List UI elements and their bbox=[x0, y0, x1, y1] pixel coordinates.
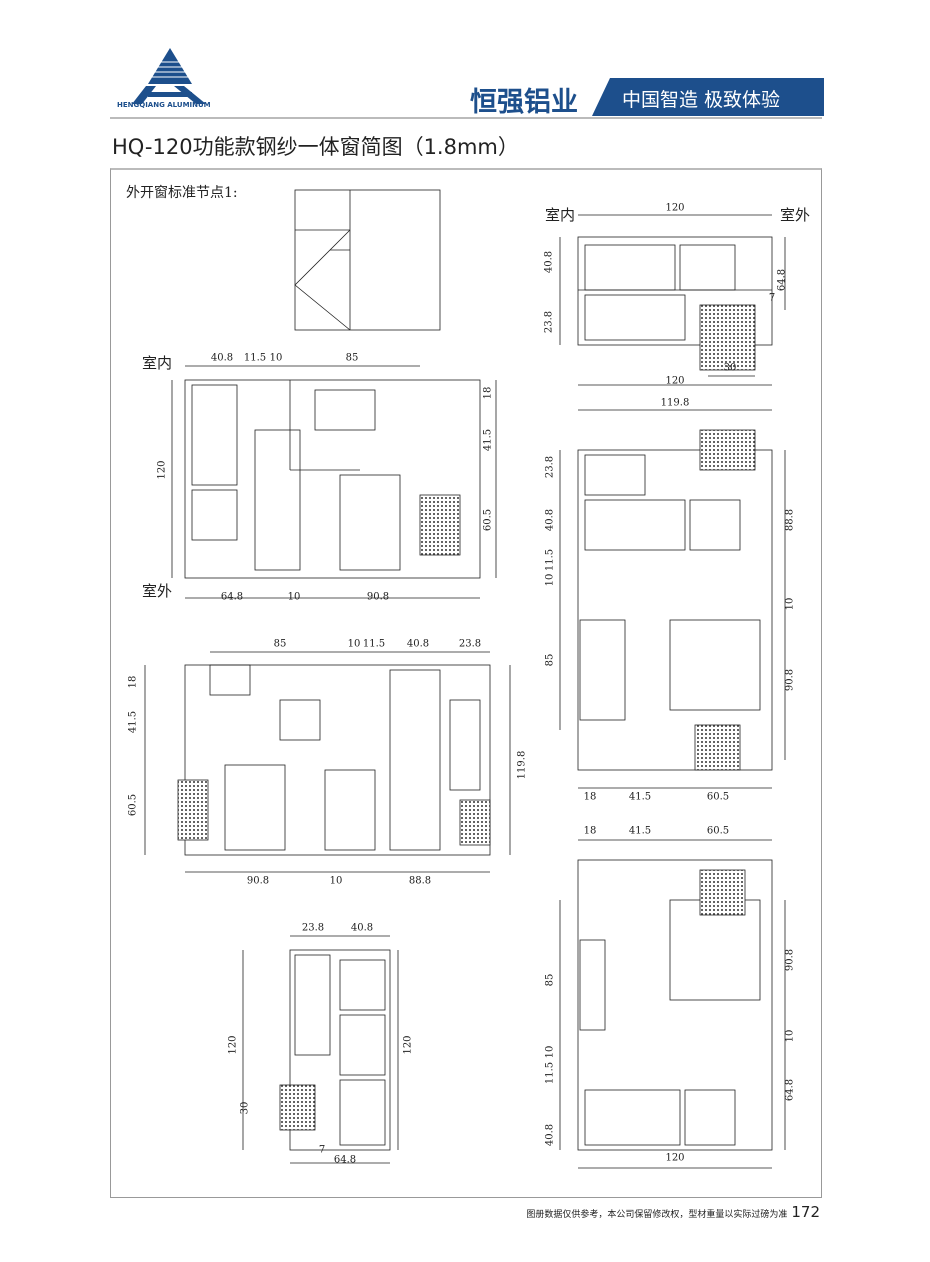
dimension-label: 85 bbox=[544, 653, 556, 667]
dimension-label: 64.8 bbox=[784, 1078, 796, 1102]
slogan: 中国智造 极致体验 bbox=[622, 89, 781, 111]
dimension-label: 120 bbox=[665, 1152, 685, 1164]
dimension-label: 90.8 bbox=[366, 591, 390, 603]
company-logo bbox=[132, 48, 206, 104]
dimension-label: 60.5 bbox=[127, 793, 139, 817]
dimension-label: 10 bbox=[329, 875, 343, 887]
slogan-banner: 中国智造 极致体验 bbox=[592, 78, 824, 116]
dimension-label: 11.5 bbox=[243, 352, 267, 364]
dimension-label: 90.8 bbox=[246, 875, 270, 887]
dimension-label: 60.5 bbox=[706, 791, 730, 803]
dimension-label: 40.8 bbox=[350, 922, 374, 934]
dimension-label: 120 bbox=[227, 1035, 239, 1055]
dimension-label: 10 bbox=[544, 1045, 556, 1059]
indoor-label: 室内 bbox=[545, 206, 576, 224]
dimension-label: 7 bbox=[318, 1144, 326, 1156]
dimension-label: 18 bbox=[127, 675, 139, 689]
dimension-label: 60.5 bbox=[482, 508, 494, 532]
dimension-label: 10 bbox=[784, 597, 796, 611]
dimension-label: 90.8 bbox=[784, 668, 796, 692]
dimension-label: 18 bbox=[583, 825, 597, 837]
page-title: HQ-120功能款钢纱一体窗简图（1.8mm） bbox=[112, 135, 519, 159]
node-label: 外开窗标准节点1: bbox=[126, 185, 238, 201]
dimension-label: 30 bbox=[723, 362, 737, 374]
dimension-label: 10 bbox=[287, 591, 301, 603]
brand-name: 恒强铝业 bbox=[470, 87, 578, 118]
dimension-label: 11.5 bbox=[362, 638, 386, 650]
dimension-label: 88.8 bbox=[408, 875, 432, 887]
indoor-label: 室内 bbox=[142, 354, 173, 372]
dimension-label: 41.5 bbox=[628, 791, 652, 803]
dimension-label: 10 bbox=[544, 573, 556, 587]
footer: 图册数据仅供参考，本公司保留修改权，型材重量以实际过磅为准 172 bbox=[526, 1203, 820, 1221]
dimension-label: 11.5 bbox=[544, 548, 556, 572]
window-sketch bbox=[294, 189, 441, 331]
header-divider bbox=[110, 117, 822, 119]
dimension-label: 120 bbox=[665, 375, 685, 387]
dimension-label: 60.5 bbox=[706, 825, 730, 837]
dimension-label: 64.8 bbox=[220, 591, 244, 603]
dimension-label: 18 bbox=[583, 791, 597, 803]
page-number: 172 bbox=[791, 1203, 820, 1221]
dimension-label: 40.8 bbox=[544, 508, 556, 532]
dimension-label: 85 bbox=[345, 352, 359, 364]
drawing-frame bbox=[110, 168, 822, 1198]
dimension-label: 119.8 bbox=[516, 750, 528, 780]
outdoor-label: 室外 bbox=[142, 582, 173, 600]
dimension-label: 41.5 bbox=[482, 428, 494, 452]
dimension-label: 40.8 bbox=[543, 250, 555, 274]
dimension-label: 120 bbox=[156, 460, 168, 480]
dimension-label: 23.8 bbox=[458, 638, 482, 650]
dimension-label: 18 bbox=[482, 386, 494, 400]
footer-note: 图册数据仅供参考，本公司保留修改权，型材重量以实际过磅为准 bbox=[526, 1210, 788, 1220]
dimension-label: 85 bbox=[544, 973, 556, 987]
dimension-label: 10 bbox=[269, 352, 283, 364]
dimension-label: 40.8 bbox=[210, 352, 234, 364]
dimension-label: 120 bbox=[665, 202, 685, 214]
dimension-label: 23.8 bbox=[301, 922, 325, 934]
dimension-label: 119.8 bbox=[660, 397, 690, 409]
dimension-label: 23.8 bbox=[544, 455, 556, 479]
dimension-label: 40.8 bbox=[544, 1123, 556, 1147]
dimension-label: 10 bbox=[784, 1029, 796, 1043]
dimension-label: 41.5 bbox=[127, 710, 139, 734]
dimension-label: 40.8 bbox=[406, 638, 430, 650]
dimension-label: 88.8 bbox=[784, 508, 796, 532]
dimension-label: 30 bbox=[239, 1101, 251, 1115]
dimension-label: 85 bbox=[273, 638, 287, 650]
dimension-label: 64.8 bbox=[776, 268, 788, 292]
dimension-label: 11.5 bbox=[544, 1061, 556, 1085]
dimension-label: 23.8 bbox=[543, 310, 555, 334]
dimension-label: 10 bbox=[347, 638, 361, 650]
dimension-label: 120 bbox=[402, 1035, 414, 1055]
dimension-label: 41.5 bbox=[628, 825, 652, 837]
dimension-label: 64.8 bbox=[333, 1154, 357, 1166]
outdoor-label: 室外 bbox=[780, 206, 811, 224]
dimension-label: 90.8 bbox=[784, 948, 796, 972]
dimension-label: 7 bbox=[768, 292, 776, 304]
logo-text: HENGQIANG ALUMINUM bbox=[117, 101, 211, 109]
